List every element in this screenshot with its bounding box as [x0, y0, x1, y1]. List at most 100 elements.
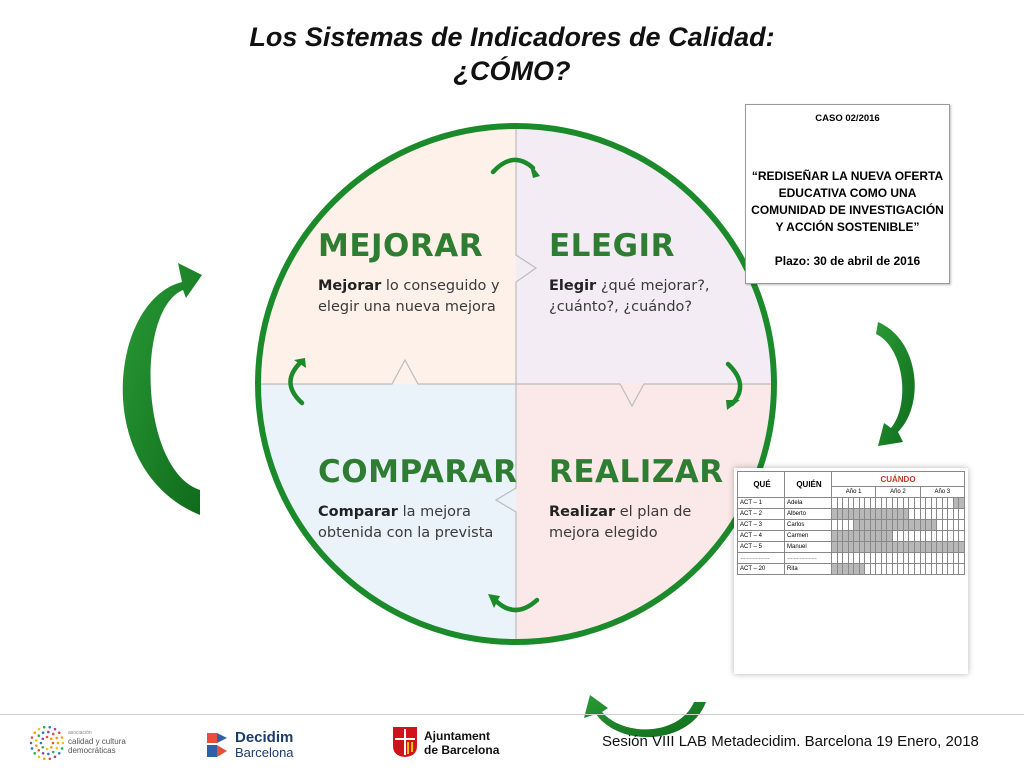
- logo-dot: [35, 744, 38, 747]
- logo2-line1: Decidim: [235, 729, 294, 746]
- plan-cell: [875, 563, 882, 575]
- plan-owner: ……………: [784, 552, 832, 564]
- logo-dot: [55, 746, 59, 750]
- arrow-left-icon: [288, 360, 305, 406]
- logo-dot: [47, 730, 50, 734]
- quadrant-title: ELEGIR: [549, 228, 675, 264]
- arrow-top-icon: [490, 157, 536, 175]
- plan-cell: [869, 563, 877, 575]
- plan-owner: Rita: [784, 563, 832, 575]
- dots-logo-icon: [30, 726, 64, 760]
- logo2-line2: Barcelona: [235, 745, 294, 760]
- plan-cell: [941, 563, 949, 575]
- plan-cell: [891, 563, 899, 575]
- plan-cell: [958, 530, 965, 542]
- logo3-line1: Ajuntament: [424, 729, 490, 743]
- plan-cell: [958, 519, 965, 531]
- plan-activity: ACT – 20: [737, 563, 785, 575]
- plan-cell: [958, 563, 965, 575]
- logo-dot: [48, 726, 52, 729]
- logo1-text: calidad y cultura democráticas: [68, 737, 126, 755]
- plan-activity: ACT – 3: [737, 519, 785, 531]
- logo-dot: [51, 741, 55, 745]
- header-que: QUÉ: [737, 471, 785, 498]
- slide-title: Los Sistemas de Indicadores de Calidad: …: [0, 20, 1024, 88]
- plan-activity: ACT – 2: [737, 508, 785, 520]
- case-deadline: Plazo: 30 de abril de 2016: [774, 254, 921, 268]
- plan-activity: ACT – 5: [737, 541, 785, 553]
- logo1-small: asociación: [68, 730, 92, 736]
- logo-dot: [41, 751, 45, 755]
- plan-cell: [947, 563, 954, 575]
- case-id: CASO 02/2016: [815, 113, 880, 124]
- header-cuando: CUÁNDO: [831, 471, 965, 487]
- title-line-1: Los Sistemas de Indicadores de Calidad:: [249, 22, 775, 52]
- logo-dot: [30, 747, 34, 750]
- divider-horizontal: [258, 358, 774, 408]
- logo-dot: [48, 757, 52, 760]
- logo-dot: [57, 731, 61, 735]
- quadrant-text: Comparar la mejora obtenida con la previ…: [318, 504, 494, 541]
- logo-decidim: Decidim Barcelona: [205, 729, 315, 763]
- plan-cell: [836, 563, 843, 575]
- logo-dot: [61, 741, 64, 745]
- plan-cell: [925, 563, 932, 575]
- year-header: Año 1: [830, 486, 877, 498]
- logo-dot: [51, 732, 55, 736]
- title-line-2: ¿CÓMO?: [453, 56, 571, 86]
- plan-cell: [847, 563, 855, 575]
- plan-owner: Alberto: [784, 508, 832, 520]
- plan-owner: Adela: [784, 497, 832, 509]
- year-header: Año 3: [919, 486, 966, 498]
- plan-cell: [913, 563, 921, 575]
- logo-dot: [39, 741, 43, 745]
- logo-dot: [60, 747, 64, 750]
- right-curved-arrow-icon: [876, 322, 915, 446]
- plan-cell: [880, 563, 888, 575]
- plan-owner: Manuel: [784, 541, 832, 553]
- logo-dot: [37, 734, 41, 738]
- logo3-line2: de Barcelona: [424, 743, 500, 757]
- logo-dot: [41, 745, 45, 749]
- logo-dot: [42, 726, 46, 729]
- quadrant-elegir: ELEGIR Elegir ¿qué mejorar?, ¿cuánto?, ¿…: [549, 228, 724, 318]
- quadrant-text: Mejorar lo conseguido y elegir una nueva…: [318, 278, 500, 315]
- logo-dot: [53, 727, 57, 731]
- logo-dot: [41, 737, 45, 741]
- logo-dot: [53, 755, 57, 759]
- plan-cell: [902, 563, 910, 575]
- quadrant-text: Elegir ¿qué mejorar?, ¿cuánto?, ¿cuándo?: [549, 278, 710, 315]
- logo-dot: [37, 748, 41, 752]
- quadrant-comparar: COMPARAR Comparar la mejora obtenida con…: [318, 454, 517, 544]
- logo-dot: [60, 736, 64, 739]
- quadrant-backgrounds: [258, 126, 774, 642]
- quadrant-mejorar: MEJORAR Mejorar lo conseguido y elegir u…: [318, 228, 508, 318]
- logo-dot: [45, 735, 49, 739]
- plan-cell: [853, 563, 860, 575]
- plan-cell: [958, 552, 965, 564]
- divider-vertical: [494, 126, 538, 642]
- logo-dot: [45, 747, 49, 751]
- logo-dot: [47, 752, 50, 756]
- decidim-logo-icon: [207, 733, 227, 757]
- plan-cell: [831, 563, 838, 575]
- logo-calidad-cultura: asociación calidad y cultura democrática…: [30, 726, 170, 762]
- logo-dot: [57, 751, 61, 755]
- plan-activity: ……………: [737, 552, 785, 564]
- case-card: CASO 02/2016 “REDISEÑAR LA NUEVA OFERTA …: [745, 104, 950, 284]
- plan-cell: [958, 497, 965, 509]
- logo-dot: [55, 736, 59, 740]
- logo-dot: [51, 750, 55, 754]
- logo-dot: [49, 745, 53, 749]
- quadrant-realizar: REALIZAR Realizar el plan de mejora eleg…: [549, 454, 724, 544]
- logo-dot: [37, 727, 41, 731]
- plan-owner: Carlos: [784, 519, 832, 531]
- plan-cell: [897, 563, 904, 575]
- plan-cell: [958, 541, 965, 553]
- plan-cell: [858, 563, 866, 575]
